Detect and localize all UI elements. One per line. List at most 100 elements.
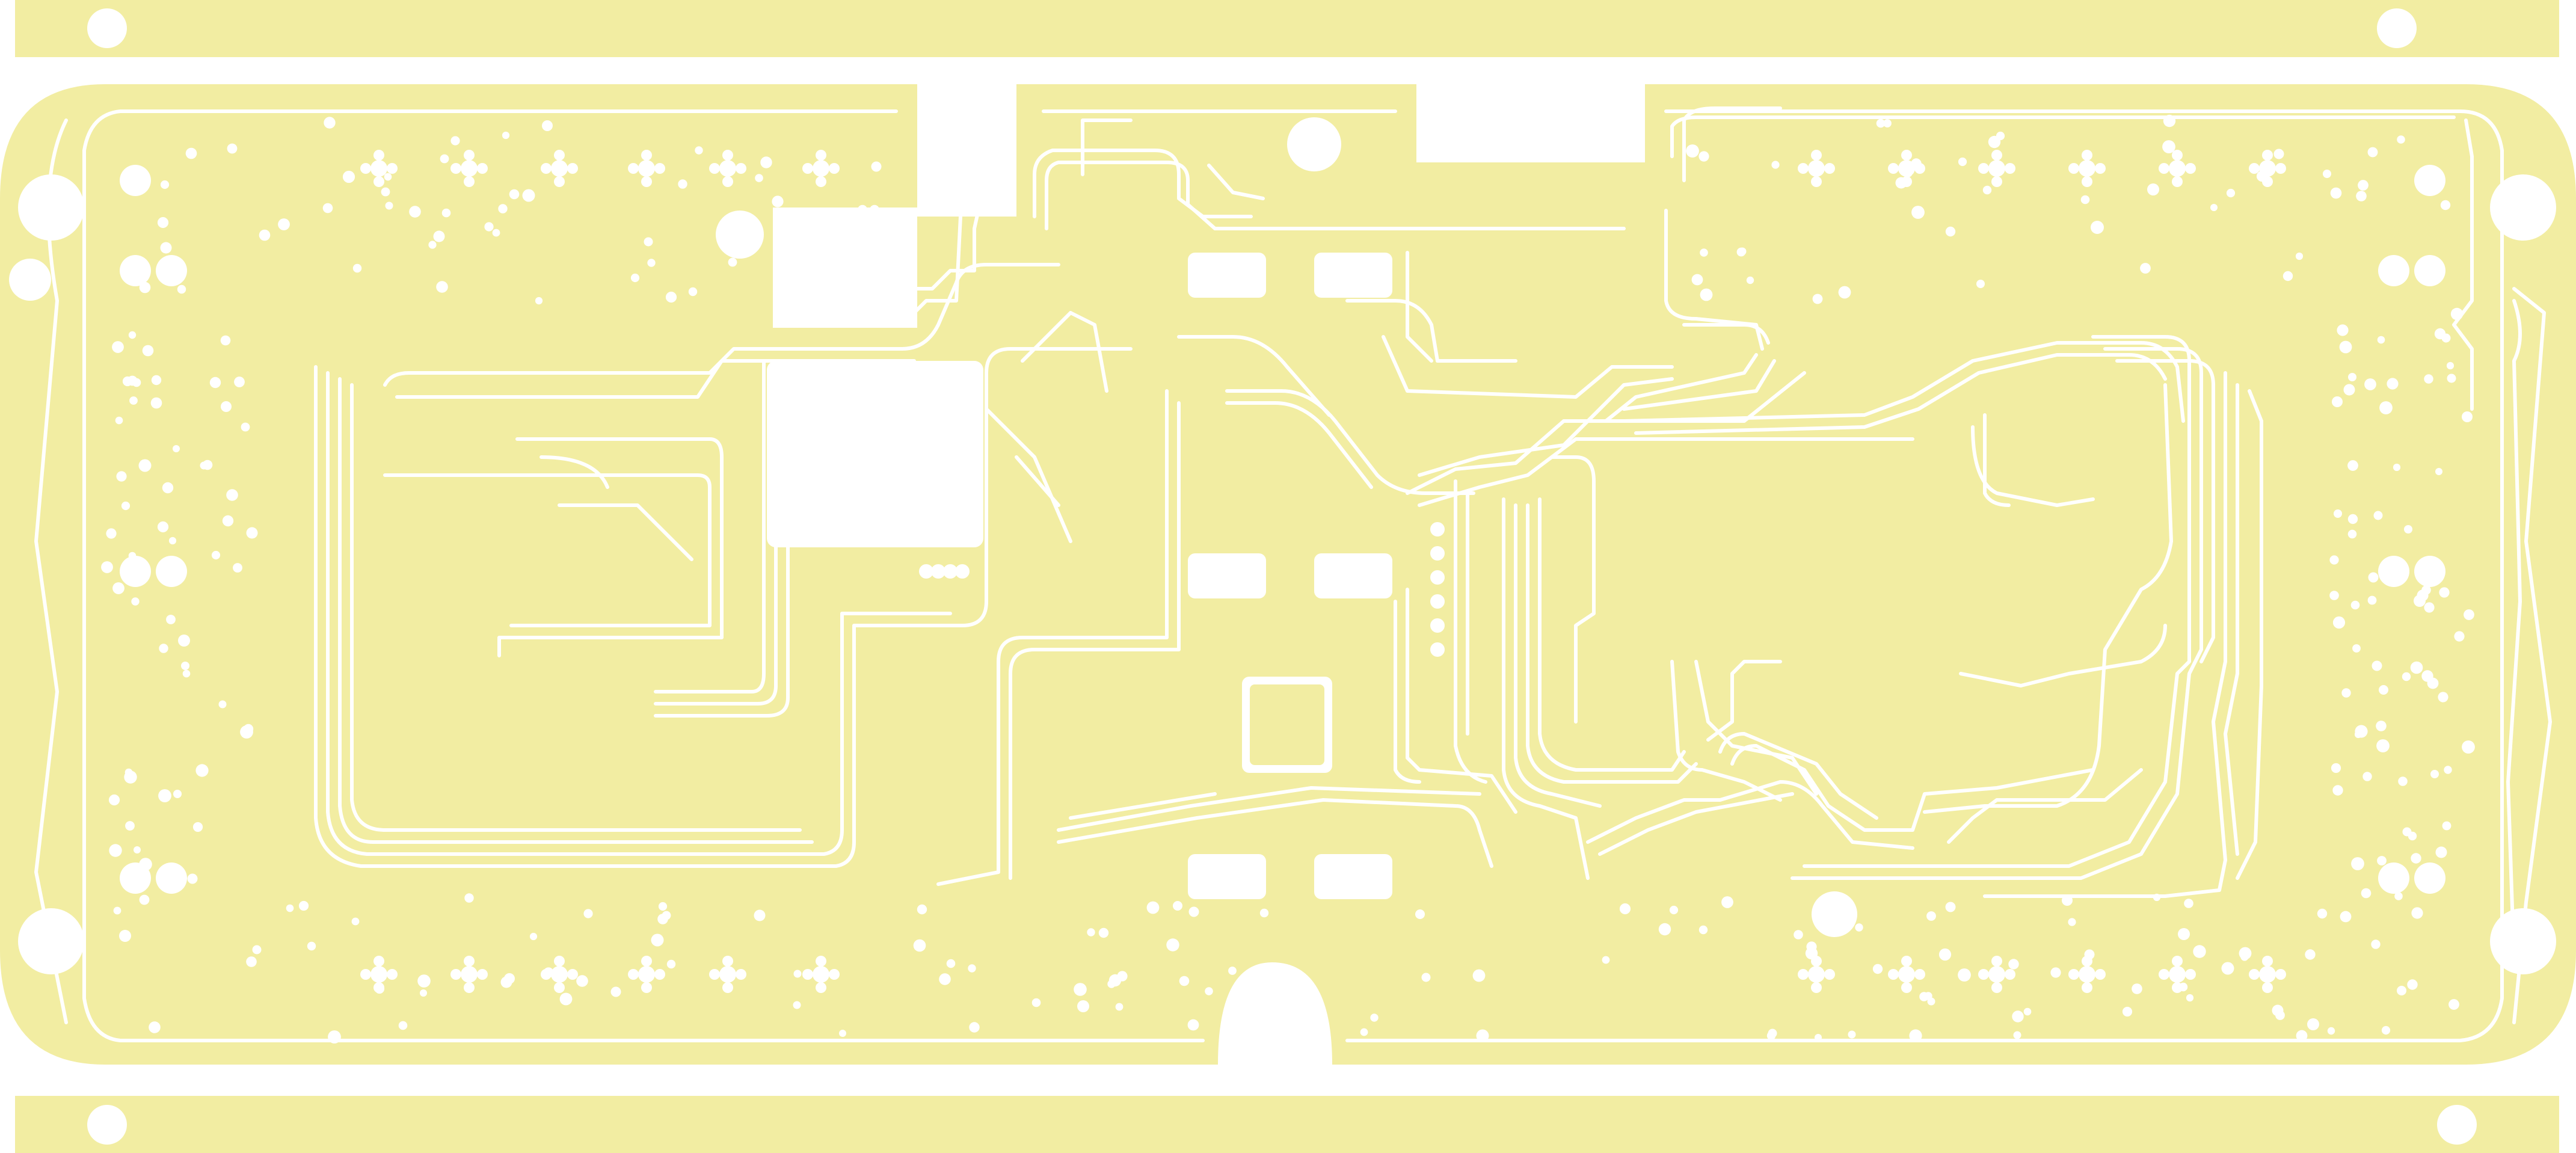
via-field xyxy=(101,114,2475,1044)
via xyxy=(2424,602,2435,613)
via xyxy=(2347,514,2358,524)
via xyxy=(1146,901,1160,914)
via xyxy=(2367,595,2377,605)
via xyxy=(1883,119,1892,128)
via xyxy=(2307,1018,2319,1030)
via xyxy=(2402,827,2412,837)
via xyxy=(428,241,437,249)
via xyxy=(1315,1032,1323,1039)
via xyxy=(241,422,250,432)
via xyxy=(370,160,387,177)
via xyxy=(286,904,294,912)
via xyxy=(2414,862,2445,894)
via xyxy=(2159,163,2169,174)
via xyxy=(1824,969,1835,980)
via xyxy=(2427,677,2439,689)
via xyxy=(816,956,826,967)
via xyxy=(246,956,257,967)
via xyxy=(651,933,664,947)
via xyxy=(177,284,186,294)
via xyxy=(1838,286,1851,299)
via xyxy=(173,790,182,798)
via xyxy=(2079,160,2095,177)
via xyxy=(1421,973,1431,982)
via xyxy=(324,117,336,129)
via xyxy=(955,564,970,579)
main-board xyxy=(0,84,2576,1065)
via xyxy=(125,821,135,831)
via xyxy=(106,528,117,539)
via xyxy=(1821,895,1831,906)
via xyxy=(120,165,151,196)
via xyxy=(2226,188,2236,198)
via xyxy=(1430,570,1445,585)
via xyxy=(122,376,133,387)
via xyxy=(2373,511,2383,520)
via xyxy=(2361,888,2372,899)
via xyxy=(112,341,124,353)
via xyxy=(464,982,475,993)
via xyxy=(1798,163,1809,174)
via xyxy=(2275,163,2286,174)
via xyxy=(1938,948,1952,961)
via xyxy=(2372,660,2382,671)
via xyxy=(112,582,124,594)
via xyxy=(1901,176,1912,187)
via xyxy=(1228,967,1237,975)
via xyxy=(2184,899,2193,908)
via xyxy=(1808,160,1825,177)
via xyxy=(2368,572,2379,583)
via xyxy=(2394,892,2403,900)
via xyxy=(662,911,671,920)
via xyxy=(2163,114,2176,128)
via xyxy=(120,556,151,587)
notch xyxy=(1416,84,1645,162)
via xyxy=(2348,373,2356,381)
via xyxy=(1619,903,1631,915)
via xyxy=(1794,930,1803,939)
via xyxy=(678,179,687,189)
via xyxy=(2350,600,2360,610)
via xyxy=(583,909,593,918)
via xyxy=(2186,994,2194,1002)
via xyxy=(535,297,543,305)
via xyxy=(630,273,640,283)
via xyxy=(857,204,868,215)
via xyxy=(1901,150,1912,161)
via xyxy=(2259,160,2276,177)
via xyxy=(108,794,120,806)
via xyxy=(2421,585,2431,595)
via xyxy=(1669,905,1679,915)
via xyxy=(2012,1010,2024,1022)
via xyxy=(559,992,573,1006)
via xyxy=(2378,862,2409,894)
via xyxy=(2050,967,2061,978)
via xyxy=(943,564,958,579)
via xyxy=(2132,983,2142,994)
via xyxy=(628,969,639,980)
via xyxy=(2347,460,2358,471)
via xyxy=(227,143,238,154)
via xyxy=(370,966,387,983)
via xyxy=(2414,595,2426,607)
rail-mounting-hole xyxy=(2437,1105,2477,1145)
via xyxy=(128,331,137,339)
via xyxy=(502,131,510,140)
via xyxy=(384,173,392,181)
via xyxy=(2352,644,2361,653)
via xyxy=(120,862,151,894)
via xyxy=(187,873,198,884)
via xyxy=(2296,1030,2308,1042)
via xyxy=(2329,591,2339,600)
via xyxy=(351,917,360,926)
via xyxy=(433,230,445,242)
via xyxy=(638,160,655,177)
via xyxy=(450,969,461,980)
via xyxy=(1108,974,1122,987)
mounting-hole xyxy=(18,174,84,241)
via xyxy=(1472,969,1486,982)
via xyxy=(1876,118,1886,128)
via xyxy=(328,1030,341,1044)
via xyxy=(221,401,232,412)
